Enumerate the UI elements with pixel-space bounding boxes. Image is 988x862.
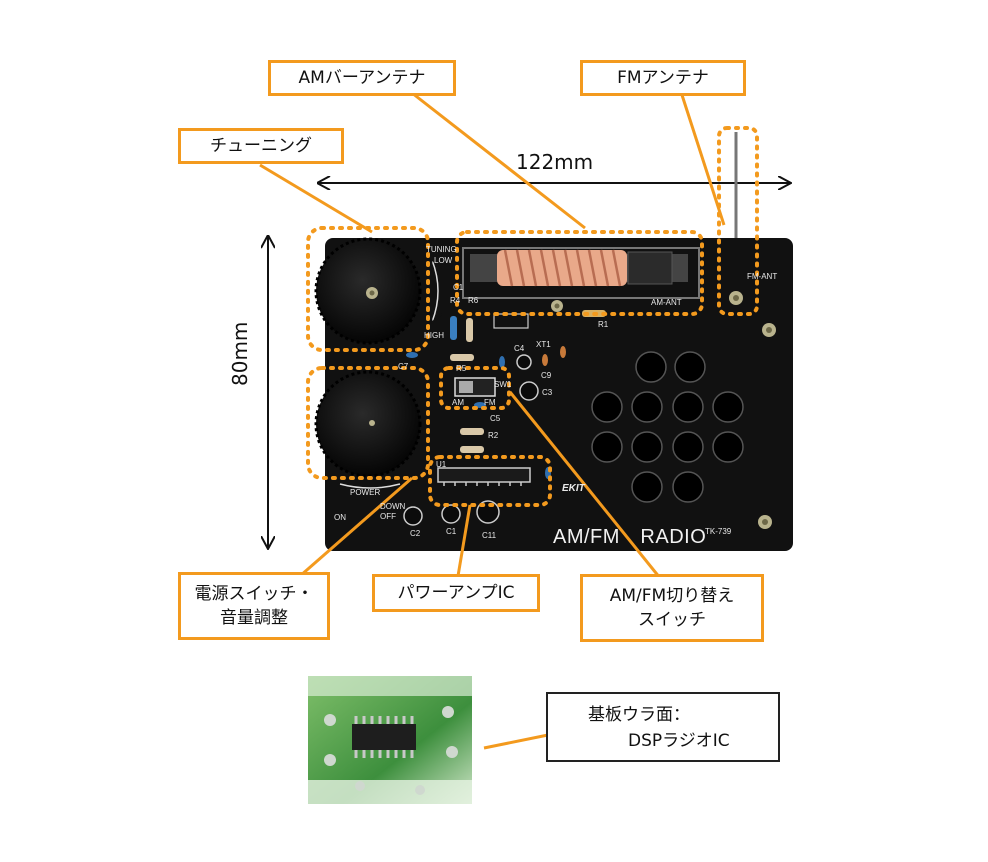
electrolytic-capacitor-icon <box>403 354 539 526</box>
ceramic-capacitor-icon <box>406 346 566 479</box>
board-label-r4: R4 <box>450 296 461 305</box>
board-label-off: OFF <box>380 512 396 521</box>
antenna-tape <box>627 251 673 285</box>
height-dimension-label: 80mm <box>228 321 252 386</box>
power-amp-ic-callout: パワーアンプIC <box>372 574 540 612</box>
screw-icon <box>551 300 563 312</box>
board-label-c5: C5 <box>490 414 501 423</box>
am-fm-slide-switch <box>454 377 496 397</box>
am-bar-antenna-callout: AMバーアンテナ <box>268 60 456 96</box>
power-volume-callout-line2: 音量調整 <box>220 608 288 628</box>
screw-icon <box>729 291 743 305</box>
board-label-c7: C7 <box>398 362 409 371</box>
power-amp-ic-highlight <box>428 455 552 507</box>
am-fm-switch-highlight <box>439 366 511 410</box>
screw-icon <box>762 323 776 337</box>
power-leader <box>299 476 413 578</box>
board-label-r5: R5 <box>456 364 467 373</box>
board-label-c11-small: C1 <box>446 527 457 536</box>
board-label-fm: FM <box>484 398 496 407</box>
board-label-xt1: XT1 <box>536 340 551 349</box>
board-label-on: ON <box>334 513 346 522</box>
volume-knob <box>314 370 422 478</box>
am-antenna-leader <box>411 91 586 230</box>
component-outline <box>493 313 529 329</box>
board-label-c4: C4 <box>514 344 525 353</box>
board-label-power: POWER <box>350 488 381 497</box>
board-product-name: AM/FM RADIO <box>553 526 707 548</box>
power-amp-leader <box>456 504 472 577</box>
am-bar-antenna-holder <box>462 247 700 299</box>
board-label-c1: C1 <box>453 283 464 292</box>
board-label-r2: R2 <box>488 431 499 440</box>
dsp-ic-callout: 基板ウラ面： DSPラジオIC <box>546 692 780 762</box>
tuning-callout: チューニング <box>178 128 344 164</box>
board-label-r1: R1 <box>598 320 609 329</box>
board-label-down: DOWN <box>380 502 406 511</box>
dsp-chip-photo <box>308 676 472 804</box>
board-label-c9: C9 <box>541 371 552 380</box>
board-label-u1: U1 <box>436 460 447 469</box>
dsp-leader <box>483 733 549 750</box>
power-volume-highlight <box>306 366 430 480</box>
board-label-c2: C2 <box>410 529 421 538</box>
board-label-low: LOW <box>434 256 453 265</box>
speaker-grille <box>591 351 744 503</box>
board-label-fm-ant: FM-ANT <box>747 272 778 281</box>
tuning-leader <box>259 163 373 234</box>
fm-antenna-highlight <box>717 126 759 316</box>
tuning-direction-arrow <box>432 260 438 322</box>
board-label-high: HIGH <box>424 331 444 340</box>
dsp-ic-callout-line2: DSPラジオIC <box>628 731 730 751</box>
am-bar-antenna-highlight <box>455 230 704 316</box>
dsp-ic-callout-line1: 基板ウラ面： <box>588 705 690 725</box>
screw-icon <box>758 515 772 529</box>
tuning-knob <box>314 237 422 345</box>
board-label-tuning: TUNING <box>426 245 457 254</box>
board-label-c3: C3 <box>542 388 553 397</box>
am-fm-switch-callout-line2: スイッチ <box>638 610 706 630</box>
fm-antenna-leader <box>680 94 726 226</box>
board-label-am: AM <box>452 398 464 407</box>
power-volume-callout: 電源スイッチ・ 音量調整 <box>178 572 330 640</box>
board-label-r6: R6 <box>468 296 479 305</box>
power-direction-arrow <box>339 483 401 489</box>
fm-antenna-callout: FMアンテナ <box>580 60 746 96</box>
board-label-sw1: SW1 <box>494 380 512 389</box>
board-label-am-ant: AM-ANT <box>651 298 682 307</box>
am-fm-switch-leader <box>508 391 662 579</box>
power-volume-callout-line1: 電源スイッチ・ <box>194 584 314 604</box>
am-fm-switch-callout: AM/FM切り替え スイッチ <box>580 574 764 642</box>
board-model-number: TK-739 <box>705 527 732 536</box>
power-amp-ic <box>437 467 531 486</box>
board-label-c11: C11 <box>482 531 497 540</box>
board-brand-logo: EKIT <box>562 483 585 494</box>
width-dimension-label: 122mm <box>516 150 594 174</box>
am-antenna-coil <box>497 249 627 287</box>
resistor-icon <box>450 310 606 453</box>
am-fm-switch-callout-line1: AM/FM切り替え <box>609 586 735 606</box>
